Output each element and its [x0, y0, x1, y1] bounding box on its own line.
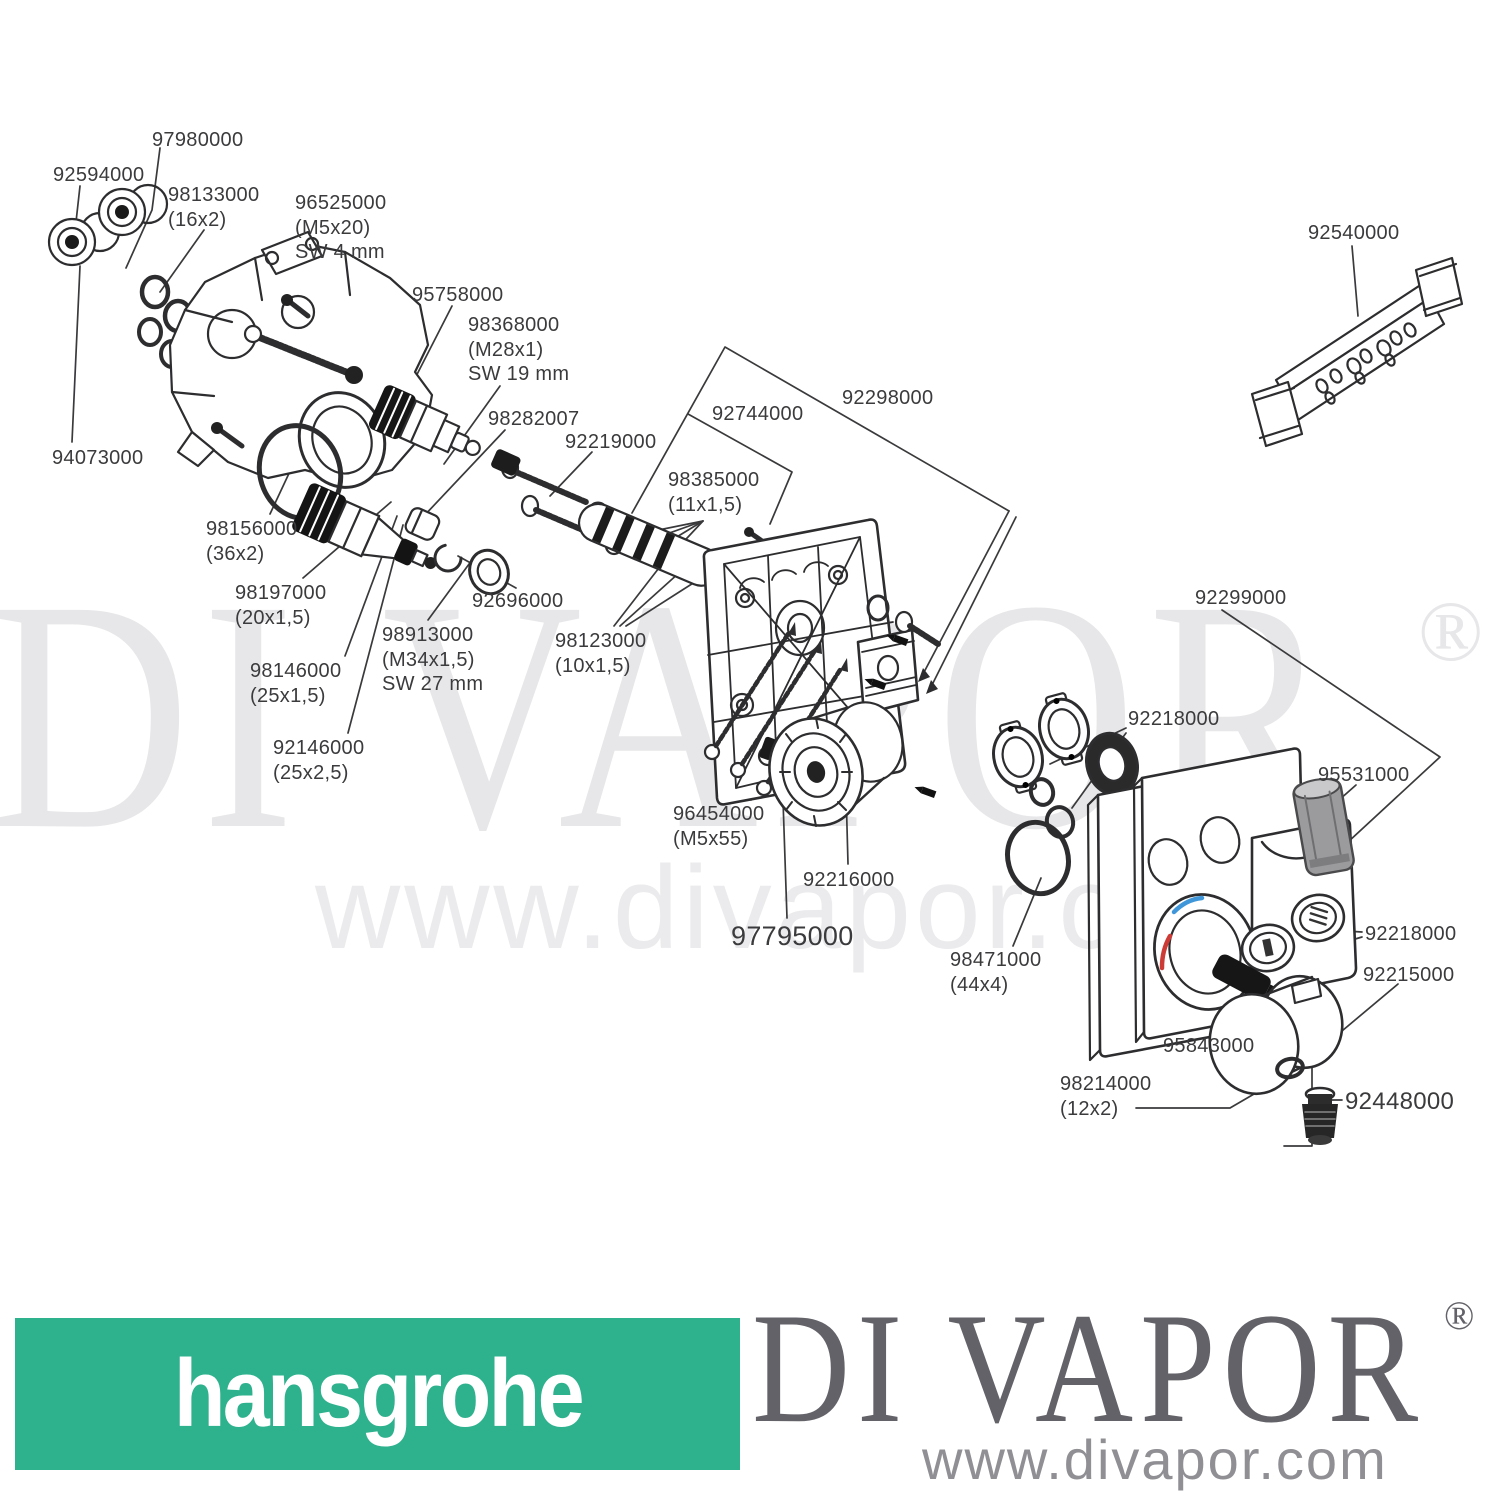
part-label-96525000: 96525000(M5x20)SW 4 mm	[295, 191, 386, 265]
part-label-line: 92744000	[712, 403, 804, 425]
part-label-line: (36x2)	[206, 542, 265, 565]
part-label-line: SW 27 mm	[382, 673, 484, 695]
part-label-92594000: 92594000	[53, 163, 144, 188]
part-label-92218000-b: 92218000	[1365, 922, 1456, 947]
part-label-line: (25x1,5)	[250, 684, 326, 707]
part-label-98368000: 98368000(M28x1)SW 19 mm	[468, 313, 569, 387]
part-label-line: (12x2)	[1060, 1097, 1119, 1120]
part-label-line: 92216000	[803, 869, 895, 891]
part-label-94073000: 94073000	[52, 446, 143, 471]
part-label-92146000: 92146000(25x2,5)	[273, 736, 364, 785]
part-label-line: 92215000	[1363, 964, 1455, 986]
part-label-line: (M28x1)	[468, 338, 544, 361]
part-label-95843000: 95843000	[1163, 1034, 1254, 1059]
part-label-92218000-a: 92218000	[1128, 707, 1219, 732]
part-label-line: 92594000	[53, 164, 145, 186]
hansgrohe-logo: hansgrohe	[15, 1318, 740, 1470]
handle-parts-drawing	[1208, 778, 1358, 1145]
part-label-line: 97980000	[152, 129, 244, 151]
part-label-line: 98146000	[250, 660, 342, 682]
divapor-url: www.divapor.com	[922, 1428, 1388, 1491]
part-label-line: 92218000	[1128, 708, 1220, 730]
part-label-98197000: 98197000(20x1,5)	[235, 581, 326, 630]
part-label-92216000: 92216000	[803, 868, 894, 893]
part-label-line: 92298000	[842, 387, 934, 409]
part-label-92448000: 92448000	[1345, 1088, 1454, 1117]
part-label-line: 98156000	[206, 518, 298, 540]
part-label-92299000: 92299000	[1195, 586, 1286, 611]
part-label-line: 98385000	[668, 469, 760, 491]
part-label-line: 98913000	[382, 624, 474, 646]
mounting-rail-drawing	[1250, 256, 1464, 448]
part-label-98471000: 98471000(44x4)	[950, 948, 1041, 997]
part-label-line: 96454000	[673, 803, 765, 825]
part-label-92215000: 92215000	[1363, 963, 1454, 988]
part-label-line: 92146000	[273, 737, 365, 759]
part-label-line: 98368000	[468, 314, 560, 336]
part-label-92219000: 92219000	[565, 430, 656, 455]
part-label-line: 97795000	[731, 921, 854, 951]
part-label-line: 96525000	[295, 192, 387, 214]
part-label-98146000: 98146000(25x1,5)	[250, 659, 341, 708]
part-label-line: 95531000	[1318, 764, 1410, 786]
part-label-98156000: 98156000(36x2)	[206, 517, 297, 566]
hansgrohe-logo-text: hansgrohe	[173, 1340, 584, 1447]
cover-plate-drawing	[1086, 747, 1308, 1062]
part-label-line: 98133000	[168, 184, 260, 206]
part-label-line: SW 19 mm	[468, 363, 570, 385]
part-label-92744000: 92744000	[712, 402, 803, 427]
part-label-line: 94073000	[52, 447, 144, 469]
part-label-98385000: 98385000(11x1,5)	[668, 468, 759, 517]
part-label-line: (10x1,5)	[555, 654, 631, 677]
part-label-95531000: 95531000	[1318, 763, 1409, 788]
clamp-rings-drawing	[992, 692, 1139, 897]
part-label-98282007: 98282007	[488, 407, 579, 432]
part-label-line: (M34x1,5)	[382, 648, 475, 671]
exploded-parts-drawing	[47, 147, 1464, 1147]
part-label-line: 95843000	[1163, 1035, 1255, 1057]
part-label-line: 92540000	[1308, 222, 1400, 244]
part-label-92696000: 92696000	[472, 589, 563, 614]
part-label-line: (M5x20)	[295, 216, 371, 239]
basic-set-cartridge-drawing	[768, 701, 904, 827]
part-label-95758000: 95758000	[412, 283, 503, 308]
watermark-registered-icon: ®	[1418, 583, 1484, 679]
part-label-line: 92218000	[1365, 923, 1457, 945]
part-label-line: (44x4)	[950, 973, 1009, 996]
part-label-line: (16x2)	[168, 208, 227, 231]
part-label-97795000: 97795000	[731, 920, 854, 952]
part-label-line: (25x2,5)	[273, 761, 349, 784]
part-label-96454000: 96454000(M5x55)	[673, 802, 764, 851]
part-label-line: 98197000	[235, 582, 327, 604]
part-label-line: 95758000	[412, 284, 504, 306]
part-label-98214000: 98214000(12x2)	[1060, 1072, 1151, 1121]
divapor-registered-icon: ®	[1444, 1293, 1475, 1338]
part-label-92298000: 92298000	[842, 386, 933, 411]
part-label-line: 92448000	[1345, 1088, 1455, 1115]
part-label-line: 98123000	[555, 630, 647, 652]
part-label-line: 92219000	[565, 431, 657, 453]
part-label-line: 92696000	[472, 590, 564, 612]
part-label-line: (M5x55)	[673, 827, 749, 850]
footer: hansgrohe DI VAPOR ® www.divapor.com	[0, 1280, 1500, 1500]
divapor-logo-text: DI VAPOR	[752, 1281, 1426, 1456]
part-label-98133000: 98133000(16x2)	[168, 183, 259, 232]
part-label-line: SW 4 mm	[295, 241, 385, 263]
part-label-98123000: 98123000(10x1,5)	[555, 629, 646, 678]
part-label-line: 98282007	[488, 408, 580, 430]
part-label-line: (20x1,5)	[235, 606, 311, 629]
part-label-line: 98471000	[950, 949, 1042, 971]
part-label-line: (11x1,5)	[668, 493, 743, 516]
valve-assembly-drawing	[47, 183, 624, 596]
part-label-97980000: 97980000	[152, 128, 243, 153]
part-label-line: 92299000	[1195, 587, 1287, 609]
part-label-line: 98214000	[1060, 1073, 1152, 1095]
part-label-98913000: 98913000(M34x1,5)SW 27 mm	[382, 623, 483, 697]
part-label-92540000: 92540000	[1308, 221, 1399, 246]
